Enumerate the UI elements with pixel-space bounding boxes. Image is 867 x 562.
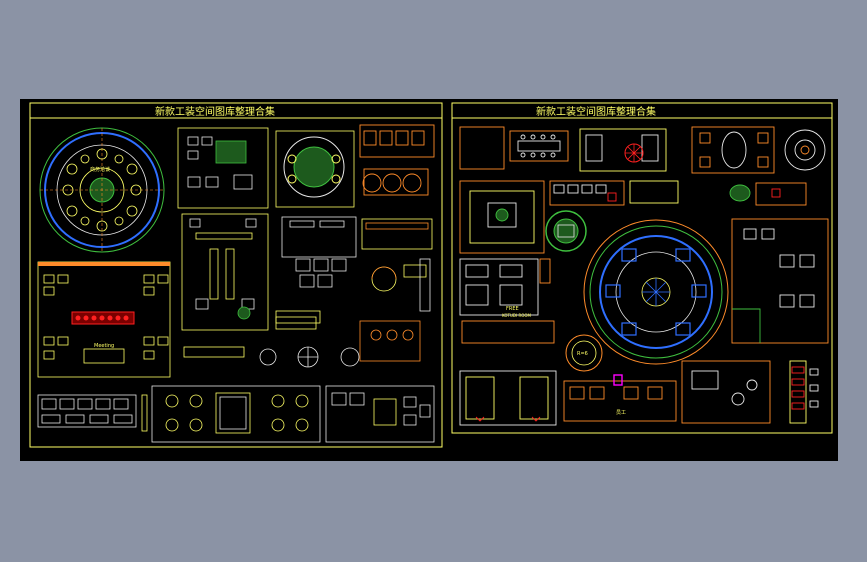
meeting-room-plan: Meeting (37, 261, 171, 378)
vertical-rack-plan (789, 360, 819, 424)
wall-banquette-plan (549, 180, 807, 206)
bottom-office-plan (681, 360, 771, 424)
corner-lounge-plan (459, 180, 545, 254)
conference-room-plan (459, 126, 667, 172)
sheet-right: 新款工装空间图库整理合集 (451, 102, 833, 434)
bottom-desks-plan: 员工 (563, 374, 677, 422)
sofa-set-plan: FREE KOTUDI ROOM (459, 258, 555, 344)
svg-text:商务洽谈: 商务洽谈 (90, 166, 110, 173)
right-lounge-plan (731, 218, 829, 344)
chair-sets-plan (359, 124, 435, 196)
lounge-chairs-plan (183, 316, 360, 368)
small-round-plan (784, 129, 826, 171)
sheet-left: 新款工装空间图库整理合集 (29, 102, 443, 448)
sheet-right-title: 新款工装空间图库整理合集 (536, 105, 656, 118)
round-planter-plan (275, 130, 355, 208)
top-right-group (691, 126, 775, 174)
drawing-canvas[interactable]: 新款工装空间图库整理合集 (20, 99, 838, 461)
dining-group-plan (177, 127, 269, 209)
reception-plan (359, 218, 433, 362)
round-lounge-plan: 商务洽谈 (39, 127, 165, 253)
sofa-row-plan (37, 394, 148, 432)
sheet-left-title: 新款工装空间图库整理合集 (155, 105, 275, 118)
bottom-bays-plan (459, 370, 557, 426)
office-desks-plan (275, 216, 357, 324)
svg-text:FREE: FREE (506, 306, 519, 312)
bottom-panel-right (325, 385, 435, 443)
round-rug-plan: R=6 (565, 334, 603, 372)
svg-text:KOTUDI ROOM: KOTUDI ROOM (502, 313, 532, 318)
workstation-plan (181, 213, 269, 331)
red-star-rug (624, 143, 644, 163)
sheet-left-frame (29, 102, 443, 448)
svg-text:R=6: R=6 (577, 351, 588, 357)
sheet-right-frame (451, 102, 833, 434)
bottom-panel-center (151, 385, 321, 443)
svg-text:员工: 员工 (616, 410, 626, 416)
round-lobby-plan (583, 219, 729, 365)
cad-drawing: 新款工装空间图库整理合集 (29, 102, 833, 448)
svg-text:Meeting: Meeting (94, 343, 114, 349)
green-round-plan (545, 210, 587, 252)
